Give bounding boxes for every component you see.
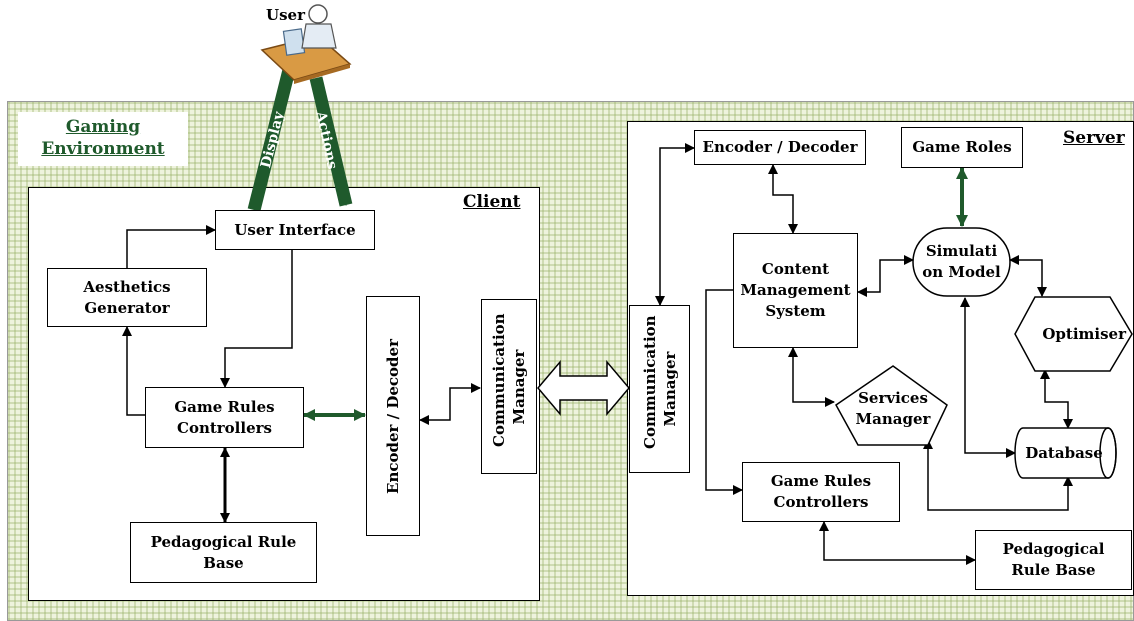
server-pedagogical-line2: Rule Base xyxy=(1011,561,1096,579)
server-cms-line1: Content xyxy=(761,260,830,278)
server-simulation-line2: on Model xyxy=(922,263,1001,281)
services-manager-shape xyxy=(835,365,948,446)
client-user-interface: User Interface xyxy=(215,210,375,250)
server-simulation-line1: Simulati xyxy=(925,242,998,260)
server-rules-pedagogical xyxy=(819,521,976,565)
server-services-line2: Manager xyxy=(855,410,931,428)
simulation-model-shape xyxy=(912,227,1011,297)
actions-arrow xyxy=(309,76,353,207)
client-comm-line1: Communication xyxy=(490,312,508,447)
server-services-line1: Services xyxy=(858,389,928,407)
server-comm-manager-label: Communication Manager xyxy=(640,315,680,449)
client-pedagogical-rule-base: Pedagogical Rule Base xyxy=(130,522,317,583)
gaming-environment-label-line1: Gaming xyxy=(65,117,141,137)
client-communication-manager: Communication Manager xyxy=(481,299,537,474)
display-arrow xyxy=(247,64,297,212)
server-comm-line1: Communication xyxy=(640,315,659,449)
server-cms-line2: Management xyxy=(740,281,851,299)
server-encoder-cms xyxy=(768,164,798,234)
client-encoder-decoder-label: Encoder / Decoder xyxy=(383,338,402,494)
user-label: User xyxy=(266,6,305,24)
server-game-rules-line1: Game Rules xyxy=(770,472,872,490)
server-communication-manager: Communication Manager xyxy=(629,305,690,473)
client-ui-to-rules xyxy=(220,250,293,388)
client-pedagogical-line1: Pedagogical Rule xyxy=(150,532,297,551)
server-game-roles: Game Roles xyxy=(901,127,1023,168)
database-end-cap xyxy=(1099,427,1117,479)
client-aesthetics-to-ui xyxy=(126,225,216,268)
server-database: Database xyxy=(1025,443,1103,462)
server-cms-services xyxy=(788,347,835,407)
server-optimiser: Optimiser xyxy=(1042,324,1126,343)
server-comm-to-encoder xyxy=(655,143,695,306)
server-cms-simulation xyxy=(857,255,914,297)
client-game-rules-line2: Controllers xyxy=(177,418,272,437)
client-game-rules-line1: Game Rules xyxy=(174,397,275,416)
client-aesthetics-line1: Aesthetics xyxy=(83,277,171,296)
server-services-manager: Services Manager xyxy=(843,384,943,434)
user-icon xyxy=(260,4,352,84)
server-pedagogical-line1: Pedagogical xyxy=(1002,540,1105,558)
client-server-link xyxy=(537,359,630,417)
server-optimiser-database xyxy=(1040,369,1073,429)
server-comm-line2: Manager xyxy=(660,351,679,427)
client-aesthetics-generator: Aesthetics Generator xyxy=(47,268,207,327)
client-rules-to-aesthetics xyxy=(122,326,145,416)
server-game-rules-controllers: Game Rules Controllers xyxy=(742,462,900,522)
optimiser-shape xyxy=(1014,296,1133,372)
gaming-environment-label: Gaming Environment xyxy=(18,112,188,166)
server-cms-line3: System xyxy=(765,302,826,320)
server-database-simulation xyxy=(960,297,1016,458)
client-aesthetics-line2: Generator xyxy=(84,298,170,317)
gaming-environment-label-line2: Environment xyxy=(41,139,165,159)
client-title: Client xyxy=(463,192,521,212)
client-encoder-decoder: Encoder / Decoder xyxy=(366,296,420,536)
server-title: Server xyxy=(1063,128,1125,148)
server-game-rules-line2: Controllers xyxy=(773,493,869,511)
server-database-services xyxy=(923,439,1073,511)
client-comm-manager-label: Communication Manager xyxy=(489,312,529,447)
server-simulation-model: Simulati on Model xyxy=(913,230,1010,294)
client-pedagogical-line2: Base xyxy=(203,553,244,572)
client-game-rules-controllers: Game Rules Controllers xyxy=(145,387,304,448)
server-simulation-optimiser xyxy=(1009,255,1047,297)
client-comm-line2: Manager xyxy=(510,349,528,424)
server-pedagogical-rule-base: Pedagogical Rule Base xyxy=(975,530,1132,590)
server-encoder-decoder: Encoder / Decoder xyxy=(694,130,866,165)
client-encoder-comm xyxy=(419,383,481,425)
server-cms-to-rules xyxy=(705,289,743,495)
server-content-management-system: Content Management System xyxy=(733,233,858,348)
